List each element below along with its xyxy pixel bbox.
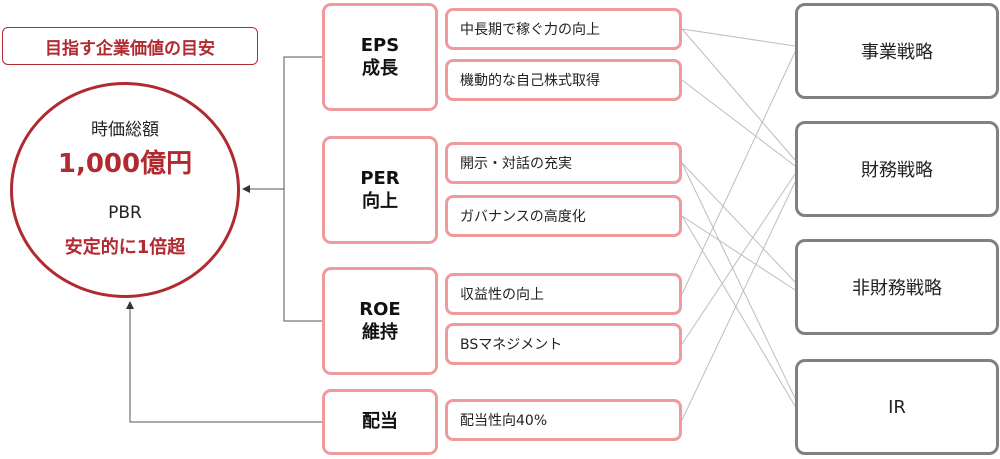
market-cap-value: 1,000億円 — [57, 149, 193, 179]
lever-eps-growth: EPS 成長 — [322, 3, 438, 111]
dividend-to-target-arrow — [126, 301, 322, 423]
lever-roe-maintain: ROE 維持 — [322, 267, 438, 375]
strategy-non-financial: 非財務戦略 — [795, 239, 999, 335]
link-action3-strategy3 — [681, 162, 796, 283]
pbr-value: 安定的に1倍超 — [64, 237, 186, 258]
link-action2-strategy2 — [681, 79, 796, 167]
lever-bracket-line — [283, 56, 322, 322]
action-bs-management: BSマネジメント — [445, 323, 682, 365]
link-action6-strategy2 — [681, 173, 796, 345]
lever-label-line2: 維持 — [362, 322, 398, 343]
pbr-label: PBR — [108, 203, 142, 223]
link-action1-strategy2 — [681, 28, 796, 161]
link-action7-strategy2 — [681, 181, 796, 421]
target-tag: 目指す企業価値の目安 — [2, 27, 258, 65]
lever-label-line1: EPS — [360, 34, 400, 56]
action-share-buyback: 機動的な自己株式取得 — [445, 59, 682, 101]
link-action1-strategy1 — [681, 28, 796, 47]
action-payout-ratio: 配当性向40% — [445, 399, 682, 441]
strategy-financial: 財務戦略 — [795, 121, 999, 217]
lever-per-improve: PER 向上 — [322, 136, 438, 244]
strategy-business: 事業戦略 — [795, 3, 999, 99]
lever-label-line1: PER — [360, 167, 400, 189]
link-action5-strategy1 — [681, 51, 796, 295]
market-cap-label: 時価総額 — [91, 120, 159, 140]
strategy-ir: IR — [795, 359, 999, 455]
lever-label-line2: 向上 — [362, 191, 398, 212]
lever-label-line1: ROE — [359, 298, 401, 320]
link-action4-strategy3 — [681, 215, 796, 291]
action-disclosure-dialogue: 開示・対話の充実 — [445, 142, 682, 184]
action-profitability: 収益性の向上 — [445, 273, 682, 315]
lever-label-line1: 配当 — [362, 411, 398, 433]
action-governance: ガバナンスの高度化 — [445, 195, 682, 237]
target-value-circle: 時価総額 1,000億円 PBR 安定的に1倍超 — [10, 82, 240, 298]
lever-dividend: 配当 — [322, 389, 438, 455]
link-action3-strategy4 — [681, 162, 796, 399]
action-earning-power: 中長期で稼ぐ力の向上 — [445, 8, 682, 50]
link-action4-strategy4 — [681, 215, 796, 407]
lever-label-line2: 成長 — [362, 58, 398, 79]
